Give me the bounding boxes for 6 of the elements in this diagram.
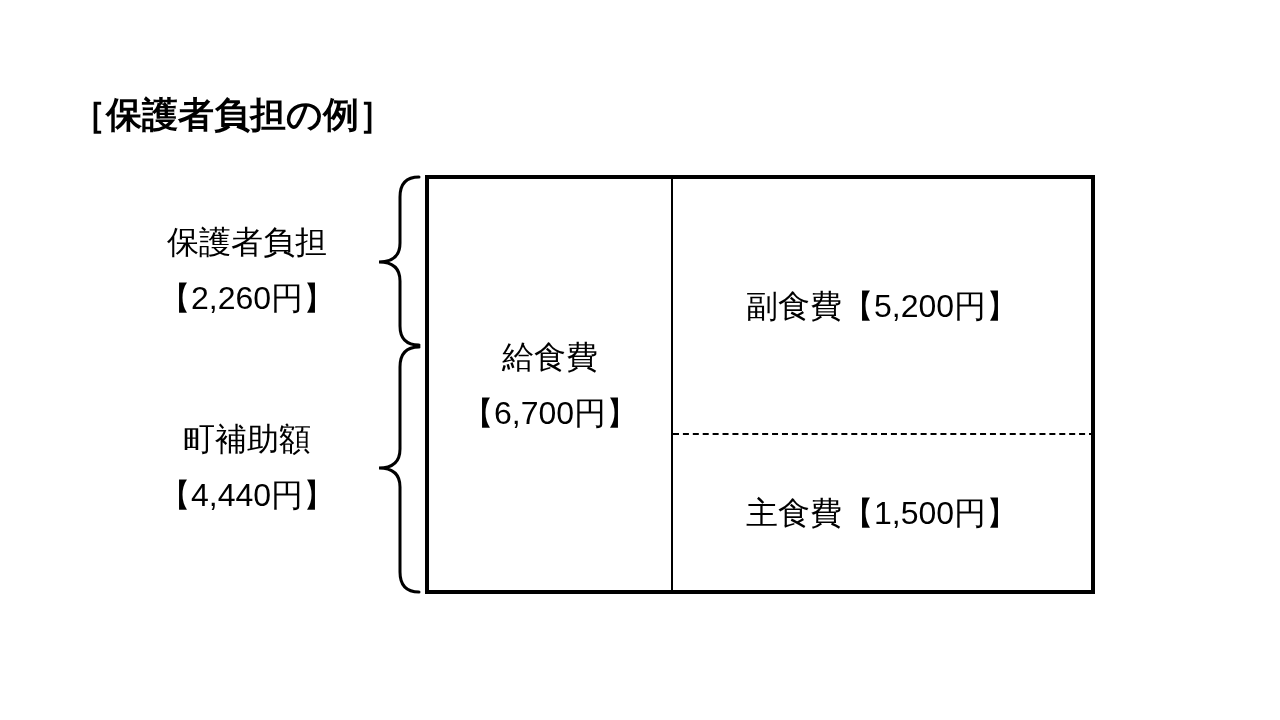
- side-label: 町補助額【4,440円】: [157, 420, 337, 515]
- table-cell: 副食費【5,200円】: [673, 175, 1095, 435]
- table-cell: 給食費【6,700円】: [425, 175, 673, 594]
- side-label: 保護者負担【2,260円】: [157, 223, 337, 318]
- title: ［保護者負担の例］: [70, 93, 395, 137]
- table-cell: 主食費【1,500円】: [673, 435, 1095, 594]
